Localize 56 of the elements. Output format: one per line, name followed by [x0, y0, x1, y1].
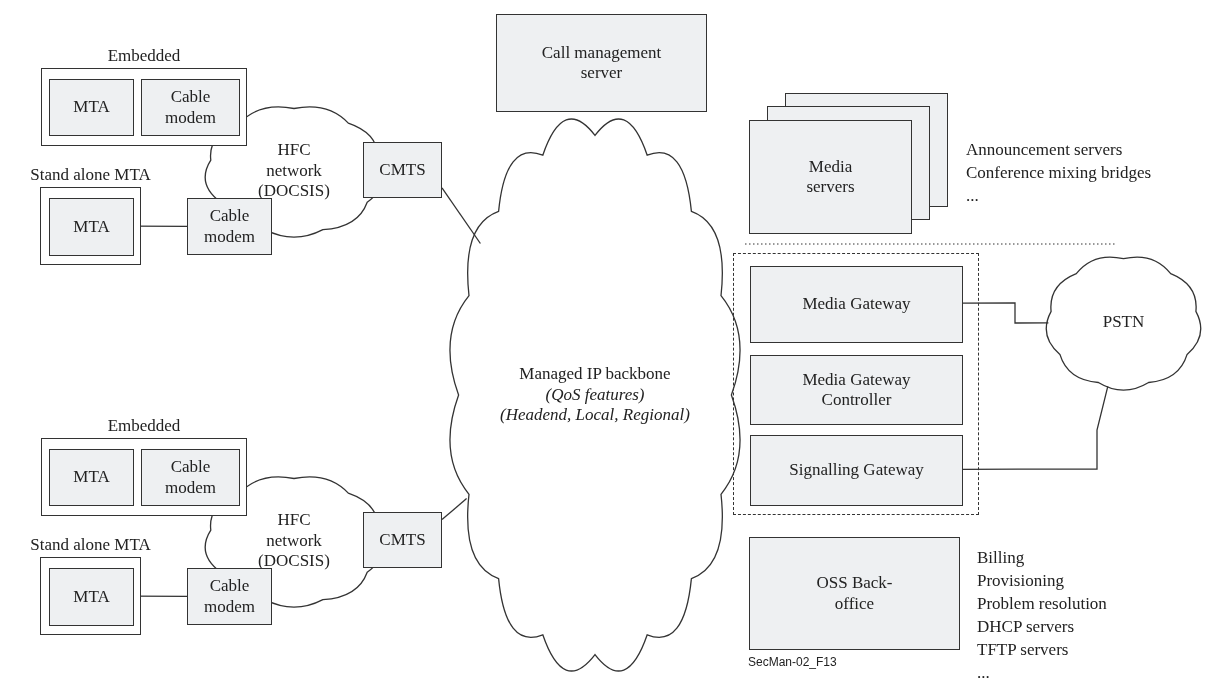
box-label: Cable modem	[164, 87, 217, 128]
box-label: CMTS	[379, 159, 426, 181]
box-label: Signalling Gateway	[789, 460, 924, 481]
box-label: Cable modem	[164, 457, 217, 498]
component-box	[49, 79, 134, 136]
dashed-group-frame	[733, 253, 979, 515]
note-text: ...	[977, 663, 990, 684]
group-heading: Embedded	[107, 46, 181, 66]
component-box	[496, 14, 707, 112]
component-box	[749, 537, 960, 650]
note-text: Billing	[977, 548, 1025, 569]
component-box	[187, 568, 272, 625]
component-box	[49, 449, 134, 506]
box-label: Call management server	[540, 42, 663, 84]
note-text: DHCP servers	[977, 617, 1075, 638]
figure-id: SecMan-02_F13	[748, 655, 837, 669]
note-text: ...	[966, 186, 979, 207]
connector-line	[961, 385, 1109, 470]
component-box	[750, 355, 963, 425]
connector-line	[441, 497, 468, 521]
group-heading: Embedded	[107, 416, 181, 436]
component-box	[141, 79, 240, 136]
cloud-label: Managed IP backbone	[518, 364, 672, 385]
box-label: MTA	[73, 97, 110, 118]
note-text: Announcement servers	[966, 140, 1123, 161]
note-text: Problem resolution	[977, 594, 1107, 615]
component-box	[363, 512, 442, 568]
cloud-label: (Headend, Local, Regional)	[500, 405, 690, 426]
component-box	[141, 449, 240, 506]
cloud-label: PSTN	[1102, 312, 1145, 333]
group-heading: Stand alone MTA	[30, 165, 151, 185]
component-box	[363, 142, 442, 198]
cloud-label: HFC network (DOCSIS)	[257, 510, 331, 572]
note-text: Conference mixing bridges	[966, 163, 1152, 184]
component-box	[49, 198, 134, 256]
component-box	[750, 266, 963, 343]
connector-line	[441, 187, 482, 245]
box-label: Media servers	[805, 156, 856, 198]
box-label: CMTS	[379, 529, 426, 551]
box-label: Cable modem	[203, 576, 256, 617]
box-label: MTA	[73, 216, 110, 238]
box-label: Media Gateway	[802, 294, 911, 315]
component-box	[750, 435, 963, 506]
group-heading: Stand alone MTA	[30, 535, 151, 555]
cloud-label: HFC network (DOCSIS)	[257, 140, 331, 202]
note-text: Provisioning	[977, 571, 1064, 592]
cloud-label: (QoS features)	[544, 384, 646, 406]
component-box	[187, 198, 272, 255]
box-label: MTA	[73, 467, 110, 488]
component-box	[49, 568, 134, 626]
connector-line	[961, 302, 1050, 324]
box-label: Media Gateway Controller	[801, 369, 912, 411]
note-text: TFTP servers	[977, 640, 1069, 661]
box-label: MTA	[73, 586, 110, 608]
box-label: OSS Back-office	[815, 573, 894, 614]
box-label: Cable modem	[203, 206, 256, 247]
